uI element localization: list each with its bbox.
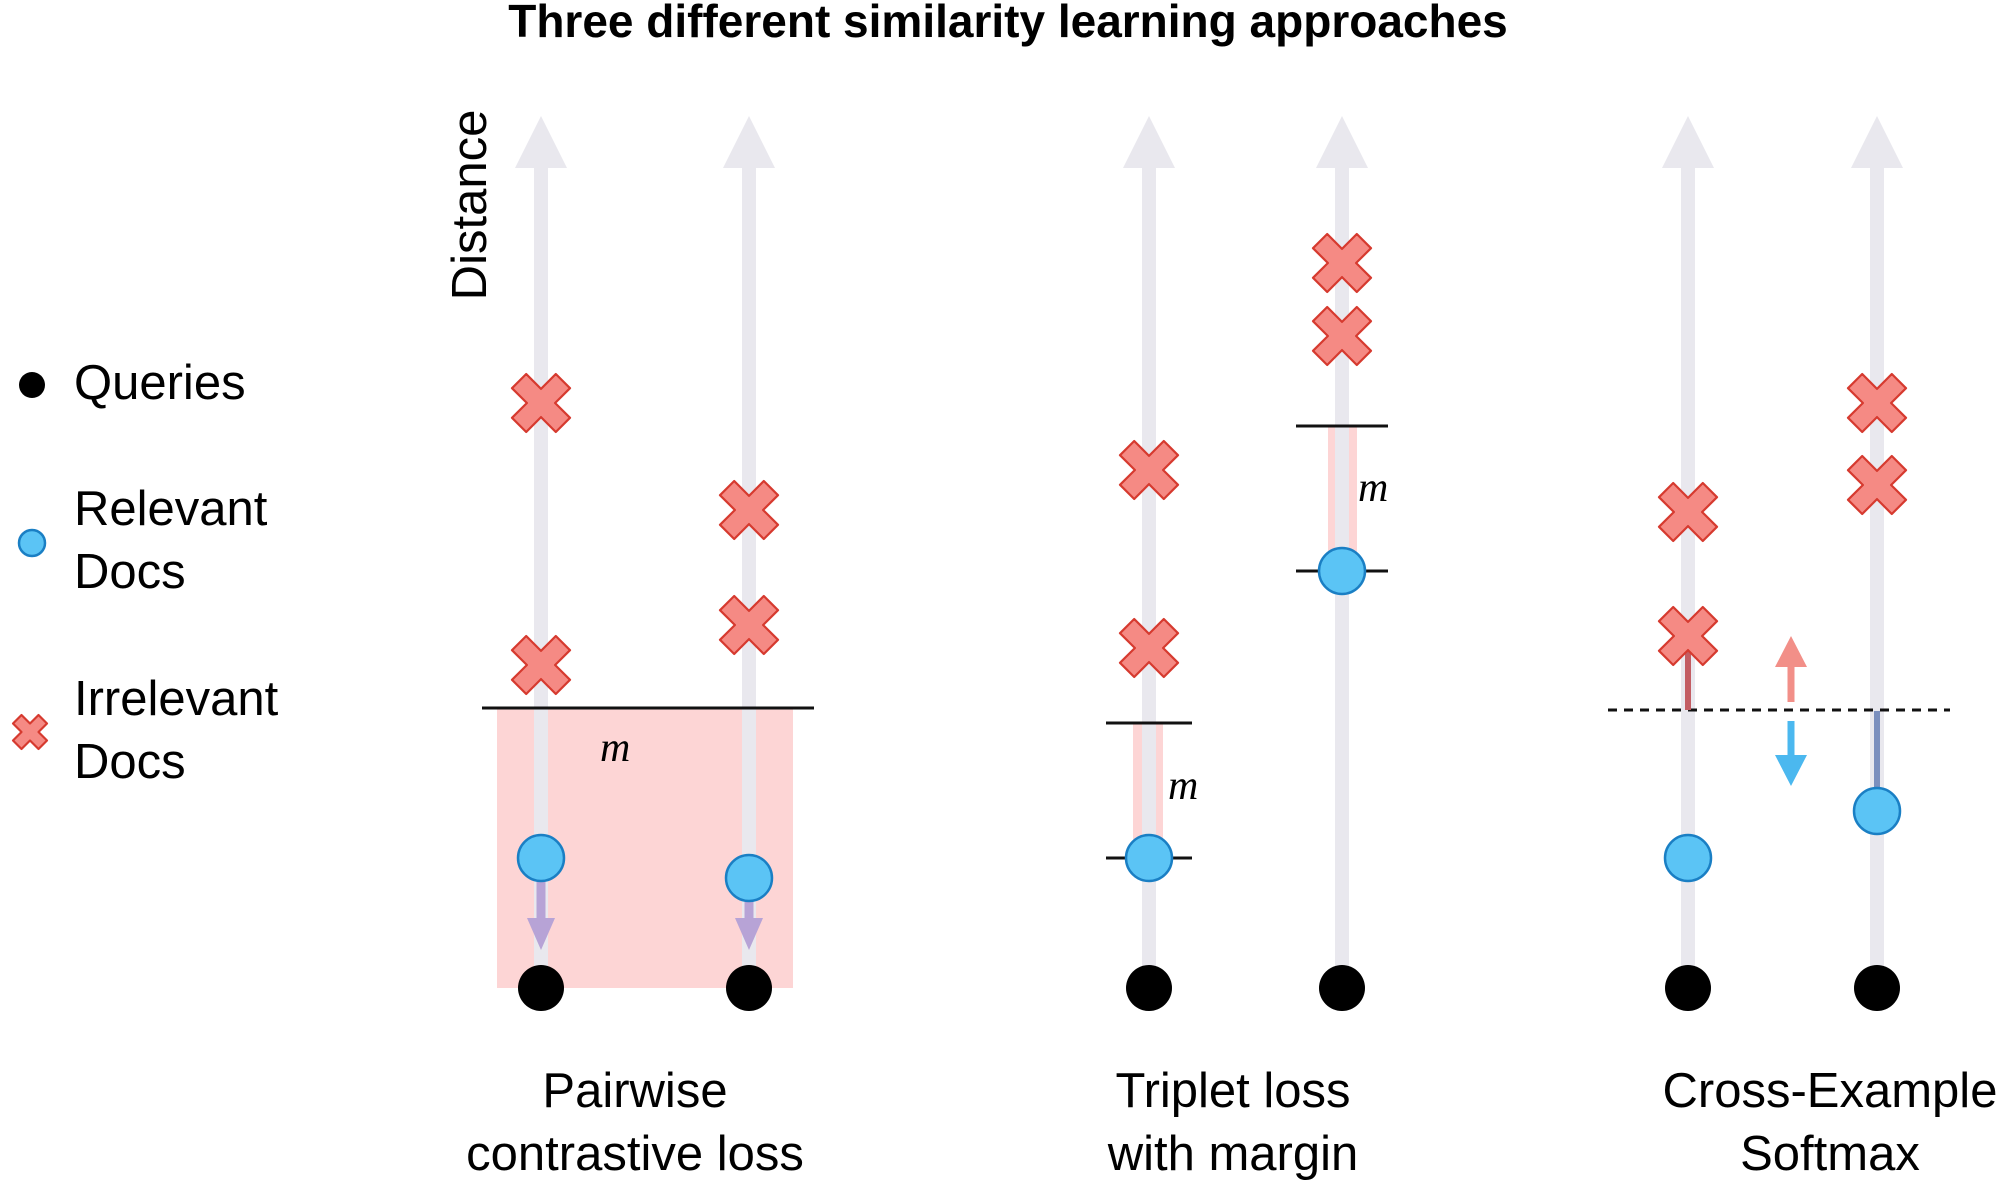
triplet-margin-label-1: m <box>1168 763 1199 809</box>
push-down-arrow <box>1775 721 1807 786</box>
legend-cross-shape <box>11 713 49 751</box>
legend-query-marker <box>19 372 45 398</box>
legend-queries-label: Queries <box>74 352 246 415</box>
pull-arrow <box>527 880 555 950</box>
panel-label-softmax-line1: Cross-Example <box>1662 1064 1998 1118</box>
axis-arrowhead <box>1123 116 1175 168</box>
relevant-docs <box>516 546 1902 903</box>
relevant-doc-softmax <box>1663 833 1713 883</box>
legend-queries-text: Queries <box>74 356 246 410</box>
legend-relevant-line2: Docs <box>74 545 186 599</box>
legend-relevant-label: Relevant Docs <box>74 478 267 604</box>
relevant-doc-pairwise <box>724 853 774 903</box>
relevant-doc-triplet <box>1317 546 1367 596</box>
relevant-doc-softmax <box>1852 786 1902 836</box>
irrelevant-doc-pairwise <box>510 634 572 696</box>
query-point <box>1319 965 1365 1011</box>
irrelevant-doc-triplet <box>1118 617 1180 679</box>
relevant-doc-triplet <box>1124 833 1174 883</box>
irrelevant-doc-triplet <box>1311 232 1373 294</box>
legend-irrelevant-line1: Irrelevant <box>74 672 279 726</box>
axis-title-distance: Distance <box>443 109 497 301</box>
irrelevant-doc-softmax <box>1657 605 1719 667</box>
irrelevant-doc-softmax <box>1657 481 1719 543</box>
relevant-doc-pairwise <box>516 833 566 883</box>
irrelevant-doc-triplet <box>1118 439 1180 501</box>
query-point <box>1126 965 1172 1011</box>
panel-label-softmax-line2: Softmax <box>1740 1127 1920 1181</box>
irrelevant-doc-pairwise <box>718 479 780 541</box>
axis-arrowhead <box>1851 116 1903 168</box>
query-point <box>726 965 772 1011</box>
panel-label-softmax: Cross-Example Softmax <box>1630 1060 2016 1186</box>
legend-irrelevant-marker <box>11 713 49 751</box>
axis-arrowhead <box>723 116 775 168</box>
panel-label-triplet-line1: Triplet loss <box>1115 1064 1351 1118</box>
panel-label-pairwise: Pairwise contrastive loss <box>435 1060 835 1186</box>
panel-label-triplet-line2: with margin <box>1107 1127 1359 1181</box>
queries <box>518 965 1900 1011</box>
irrelevant-doc-pairwise <box>510 372 572 434</box>
query-point <box>1665 965 1711 1011</box>
panel-label-pairwise-line1: Pairwise <box>542 1064 728 1118</box>
axis-arrowhead <box>1316 116 1368 168</box>
irrelevant-doc-softmax <box>1846 372 1908 434</box>
query-point <box>1854 965 1900 1011</box>
triplet-margin-label-2: m <box>1358 465 1389 511</box>
irrelevant-doc-softmax <box>1846 454 1908 516</box>
legend-relevant-line1: Relevant <box>74 482 268 536</box>
legend-irrelevant-line2: Docs <box>74 735 186 789</box>
irrelevant-docs <box>510 232 1908 696</box>
axis-arrowhead <box>515 116 567 168</box>
irrelevant-doc-triplet <box>1311 305 1373 367</box>
axis-arrowhead <box>1662 116 1714 168</box>
legend-relevant-marker <box>17 528 47 558</box>
query-point <box>518 965 564 1011</box>
pairwise-margin-label: m <box>600 725 631 771</box>
panel-label-pairwise-line2: contrastive loss <box>466 1127 804 1181</box>
legend-irrelevant-label: Irrelevant Docs <box>74 668 278 794</box>
irrelevant-doc-pairwise <box>718 594 780 656</box>
push-up-arrow <box>1775 636 1807 702</box>
panel-label-triplet: Triplet loss with margin <box>1033 1060 1433 1186</box>
diagram-title: Three different similarity learning appr… <box>508 0 1508 47</box>
